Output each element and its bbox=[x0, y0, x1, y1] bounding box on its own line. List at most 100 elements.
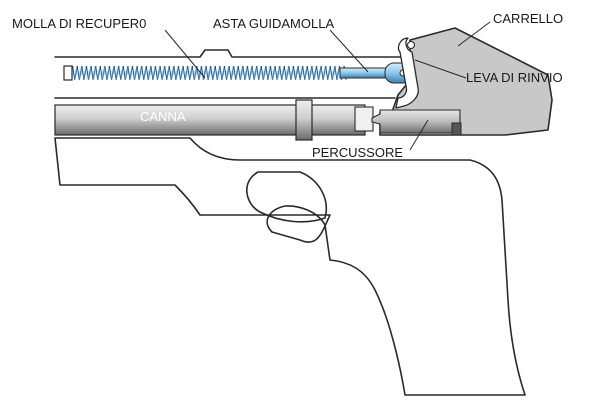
spring-coil bbox=[211, 65, 217, 81]
spring-coil-back bbox=[72, 65, 75, 81]
spring-coil bbox=[336, 65, 341, 81]
spring-coil-back bbox=[178, 65, 181, 81]
spring-coil bbox=[78, 65, 83, 81]
spring-coil bbox=[299, 65, 304, 81]
spring-coil bbox=[188, 65, 194, 81]
spring-coil-back bbox=[233, 65, 236, 81]
spring-coil-back bbox=[127, 65, 131, 81]
spring-coil bbox=[253, 65, 258, 81]
spring-coil-back bbox=[159, 65, 163, 81]
reversing-lever bbox=[395, 37, 419, 109]
spring-coil bbox=[248, 65, 253, 81]
spring-coil bbox=[133, 65, 138, 81]
spring-coil-back bbox=[99, 65, 103, 81]
firing-pin bbox=[371, 109, 461, 134]
spring-coil-back bbox=[173, 65, 177, 81]
trigger-guard bbox=[246, 171, 327, 223]
spring-coil-back bbox=[210, 65, 213, 81]
spring-coil-back bbox=[168, 65, 172, 81]
leader-slide bbox=[457, 21, 491, 47]
spring-coil-back bbox=[76, 65, 80, 81]
spring-coil bbox=[216, 65, 221, 81]
spring-coil-back bbox=[297, 65, 301, 81]
spring-coil bbox=[202, 65, 207, 81]
label-barrel: CANNA bbox=[140, 109, 186, 124]
firing-pin-tail bbox=[451, 122, 462, 136]
spring-coil-back bbox=[279, 65, 282, 81]
barrel-breech bbox=[354, 106, 374, 132]
frame-outline bbox=[54, 137, 526, 396]
slide-top-rail bbox=[54, 49, 411, 58]
spring-coil bbox=[156, 65, 161, 81]
spring-coil-back bbox=[302, 65, 305, 81]
spring-coil-back bbox=[141, 65, 144, 81]
spring-coil-back bbox=[288, 65, 292, 81]
spring-coil-back bbox=[104, 65, 108, 81]
spring-coil bbox=[234, 65, 240, 81]
spring-coil bbox=[119, 65, 125, 81]
spring-coil bbox=[73, 65, 79, 81]
spring-coil bbox=[83, 65, 88, 81]
spring-coil bbox=[271, 65, 276, 81]
label-lever: LEVA DI RINVIO bbox=[466, 70, 563, 85]
spring-coil bbox=[285, 65, 290, 81]
label-recoil-spring: MOLLA DI RECUPER0 bbox=[12, 16, 146, 31]
spring-coil bbox=[239, 65, 244, 81]
spring-coil-back bbox=[316, 65, 319, 81]
spring-coil bbox=[106, 65, 111, 81]
spring-coil-back bbox=[214, 65, 218, 81]
spring-coil-back bbox=[247, 65, 250, 81]
spring-coil-back bbox=[325, 65, 328, 81]
spring-coil-back bbox=[265, 65, 269, 81]
spring-coil-back bbox=[109, 65, 112, 81]
spring-coil bbox=[179, 65, 184, 81]
spring-coil bbox=[308, 65, 313, 81]
spring-coil-back bbox=[132, 65, 135, 81]
spring-coil-back bbox=[90, 65, 94, 81]
spring-end-cap bbox=[63, 65, 73, 81]
spring-coil bbox=[276, 65, 281, 81]
spring-coil-back bbox=[122, 65, 126, 81]
spring-coil bbox=[96, 65, 102, 81]
spring-coil-back bbox=[187, 65, 190, 81]
spring-coil bbox=[115, 65, 120, 81]
label-slide: CARRELLO bbox=[493, 11, 563, 26]
spring-coil-back bbox=[201, 65, 204, 81]
recoil-spring bbox=[69, 65, 347, 81]
leader-lever bbox=[414, 59, 467, 79]
spring-coil-back bbox=[306, 65, 310, 81]
spring-coil bbox=[322, 65, 327, 81]
spring-coil bbox=[161, 65, 166, 81]
spring-coil-back bbox=[205, 65, 209, 81]
spring-coil bbox=[225, 65, 230, 81]
spring-coil bbox=[313, 65, 318, 81]
spring-coil-back bbox=[136, 65, 140, 81]
spring-coil bbox=[175, 65, 180, 81]
spring-coil bbox=[129, 65, 134, 81]
spring-coil bbox=[230, 65, 235, 81]
spring-coil-back bbox=[182, 65, 186, 81]
spring-coil-back bbox=[283, 65, 287, 81]
spring-coil bbox=[124, 65, 129, 81]
spring-coil bbox=[147, 65, 152, 81]
spring-coil bbox=[326, 65, 332, 81]
spring-coil bbox=[280, 65, 286, 81]
spring-coil bbox=[221, 65, 226, 81]
spring-coil bbox=[92, 65, 97, 81]
spring-coil bbox=[170, 65, 175, 81]
spring-coil bbox=[290, 65, 295, 81]
spring-coil-back bbox=[86, 65, 89, 81]
spring-coil-back bbox=[113, 65, 117, 81]
spring-coil bbox=[331, 65, 336, 81]
leader-guide-rod bbox=[329, 29, 369, 73]
label-guide-rod: ASTA GUIDAMOLLA bbox=[213, 16, 334, 31]
spring-coil-back bbox=[293, 65, 296, 81]
spring-coil bbox=[257, 65, 263, 81]
spring-coil bbox=[101, 65, 106, 81]
spring-coil bbox=[110, 65, 115, 81]
spring-coil bbox=[184, 65, 189, 81]
spring-coil bbox=[303, 65, 309, 81]
leader-firing-pin bbox=[409, 119, 429, 151]
spring-coil-back bbox=[155, 65, 158, 81]
spring-coil-back bbox=[118, 65, 121, 81]
